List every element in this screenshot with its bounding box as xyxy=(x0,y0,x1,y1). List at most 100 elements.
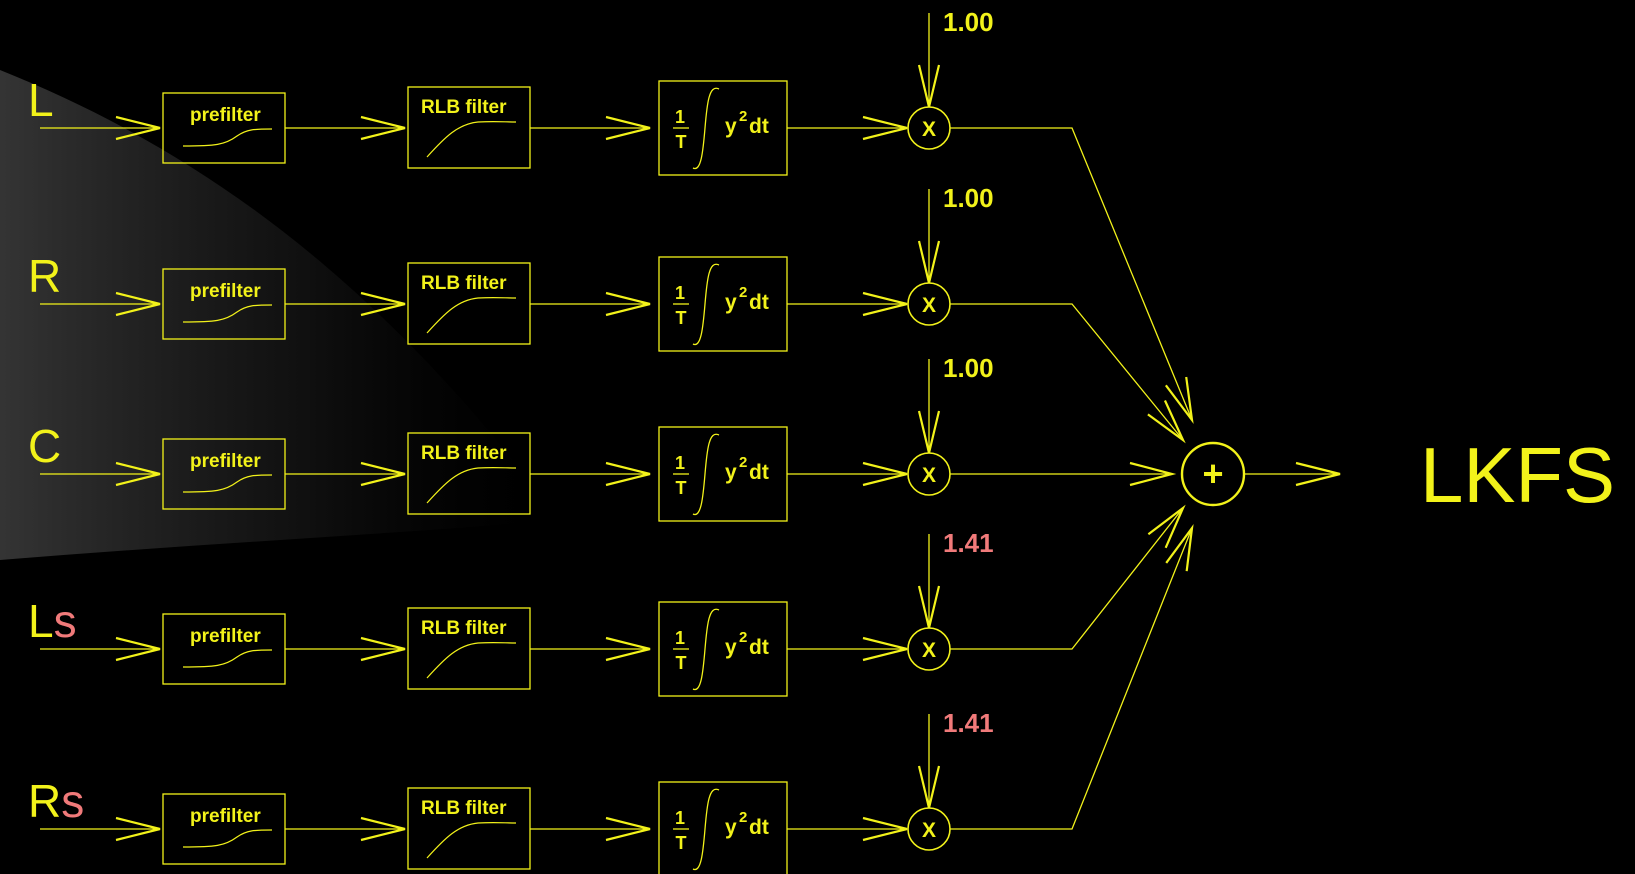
fraction-denominator: T xyxy=(676,132,687,152)
arrow-chevron xyxy=(360,461,406,487)
channel-weight: 1.00 xyxy=(943,353,994,383)
rlb-response-curve xyxy=(426,466,517,504)
arrow-chevron xyxy=(862,816,908,842)
arrow-chevron xyxy=(605,636,651,662)
prefilter-label: prefilter xyxy=(190,105,261,126)
integrand-symbol: y xyxy=(725,636,737,659)
arrow-chevron xyxy=(360,816,406,842)
integrand-symbol: y xyxy=(725,115,737,138)
channel-label-suffix: s xyxy=(61,775,84,827)
arrow-chevron xyxy=(115,291,161,317)
arrow-chevron xyxy=(360,291,406,317)
background-swoosh xyxy=(0,70,560,560)
rlb-response-curve xyxy=(426,821,517,859)
integrand-dt: dt xyxy=(749,291,769,314)
prefilter-label: prefilter xyxy=(190,626,261,647)
rlb-filter-label: RLB filter xyxy=(421,443,507,464)
fraction-numerator: 1 xyxy=(675,107,685,127)
weight-arrow-chevron xyxy=(917,410,941,454)
integrand-dt: dt xyxy=(749,461,769,484)
arrow-chevron xyxy=(115,636,161,662)
weight-arrow-chevron xyxy=(917,585,941,629)
integrand-exponent: 2 xyxy=(739,284,747,301)
summing-arrow-chevron xyxy=(1147,504,1186,549)
integral-sign xyxy=(692,433,720,516)
integral-sign xyxy=(692,87,720,170)
summing-connection xyxy=(950,303,1184,441)
arrow-chevron xyxy=(605,115,651,141)
weight-arrow-chevron xyxy=(917,240,941,284)
arrow-chevron xyxy=(360,115,406,141)
channel-label-base: L xyxy=(28,595,54,647)
arrow-chevron xyxy=(862,115,908,141)
integrand-symbol: y xyxy=(725,816,737,839)
channel-label: L xyxy=(28,74,54,126)
integrand-exponent: 2 xyxy=(739,454,747,471)
arrow-chevron xyxy=(115,816,161,842)
rlb-filter-label: RLB filter xyxy=(421,97,507,118)
rlb-response-curve xyxy=(426,120,517,158)
summing-arrow-chevron xyxy=(1164,376,1194,425)
prefilter-label: prefilter xyxy=(190,281,261,302)
summing-arrow-chevron xyxy=(1129,461,1177,487)
fraction-numerator: 1 xyxy=(675,453,685,473)
channel-label: Rs xyxy=(28,775,84,827)
arrow-chevron xyxy=(605,461,651,487)
fraction-numerator: 1 xyxy=(675,283,685,303)
integral-sign xyxy=(692,263,720,346)
channel-label: Ls xyxy=(28,595,77,647)
summing-symbol: + xyxy=(1202,453,1223,494)
fraction-denominator: T xyxy=(676,478,687,498)
integrand-symbol: y xyxy=(725,461,737,484)
fraction-denominator: T xyxy=(676,308,687,328)
summing-connection xyxy=(950,127,1193,421)
channel-label-base: R xyxy=(28,775,61,827)
prefilter-block xyxy=(162,793,286,865)
channel-weight: 1.41 xyxy=(943,528,994,558)
integral-sign xyxy=(692,788,720,871)
summing-arrow-chevron xyxy=(1147,400,1186,444)
channel-weight: 1.41 xyxy=(943,708,994,738)
prefilter-response-curve xyxy=(182,128,273,147)
prefilter-response-curve xyxy=(182,474,273,493)
rlb-filter-label: RLB filter xyxy=(421,798,507,819)
arrow-chevron xyxy=(862,291,908,317)
output-arrow-chevron xyxy=(1295,461,1341,487)
multiplier-symbol: X xyxy=(922,464,936,487)
channel-label: C xyxy=(28,420,61,472)
arrow-chevron xyxy=(862,461,908,487)
channel-label-base: L xyxy=(28,74,54,126)
channel-label-suffix: s xyxy=(54,595,77,647)
channel-label: R xyxy=(28,250,61,302)
weight-arrow-chevron xyxy=(917,765,941,809)
fraction-numerator: 1 xyxy=(675,808,685,828)
prefilter-response-curve xyxy=(182,829,273,848)
summing-connection xyxy=(950,507,1184,650)
arrow-chevron xyxy=(605,816,651,842)
fraction-denominator: T xyxy=(676,833,687,853)
channel-label-base: C xyxy=(28,420,61,472)
rlb-response-curve xyxy=(426,296,517,334)
rlb-response-curve xyxy=(426,641,517,679)
multiplier-symbol: X xyxy=(922,118,936,141)
fraction-denominator: T xyxy=(676,653,687,673)
integrand-exponent: 2 xyxy=(739,629,747,646)
integrand-dt: dt xyxy=(749,115,769,138)
multiplier-symbol: X xyxy=(922,819,936,842)
prefilter-response-curve xyxy=(182,649,273,668)
arrow-chevron xyxy=(862,636,908,662)
multiplier-symbol: X xyxy=(922,639,936,662)
arrow-chevron xyxy=(115,461,161,487)
fraction-numerator: 1 xyxy=(675,628,685,648)
integral-sign xyxy=(692,608,720,691)
integrand-exponent: 2 xyxy=(739,809,747,826)
rlb-filter-label: RLB filter xyxy=(421,618,507,639)
prefilter-block xyxy=(162,92,286,164)
prefilter-block xyxy=(162,613,286,685)
